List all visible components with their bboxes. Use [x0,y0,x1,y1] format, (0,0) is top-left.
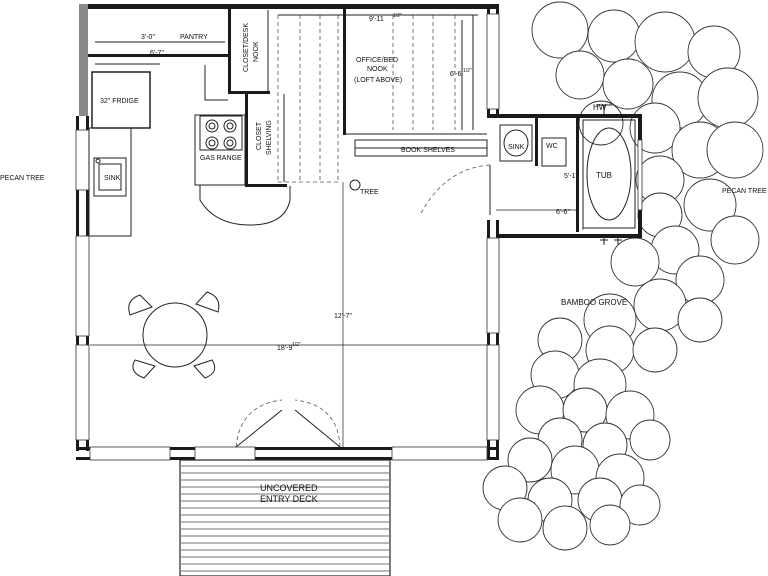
interior-tree-marker [349,179,361,191]
tree-canopy-circle [677,297,723,343]
tree-canopy-circle [497,497,543,543]
label-tub: TUB [596,171,612,180]
label-office-2: NOOK [367,66,388,73]
tree-canopy-group [482,1,764,551]
entry-door-swing [235,399,341,448]
tree-canopy-circle [710,215,760,265]
label-bath-d: 5'-1" [564,173,578,180]
label-office-1: OFFICE/BED [356,57,398,64]
tree-canopy-circle [706,121,764,179]
tree-canopy-circle [610,237,660,287]
office-nook [277,9,488,183]
tree-canopy-circle [629,102,681,154]
label-pantry-w: 3'-0" [141,34,155,41]
dimension-lines [90,14,584,447]
label-office-3: (LOFT ABOVE) [354,77,402,84]
bathroom-fixtures [499,104,636,245]
label-office-w: 9'-11 [369,16,384,23]
label-room-w: 18'-9 [277,345,292,352]
closet-desk-nook [228,9,287,187]
tree-canopy-circle [632,327,678,373]
tree-canopy-circle [542,505,588,551]
tree-canopy-circle [697,67,759,129]
bath-door-swing [419,164,491,216]
windows [75,13,643,461]
label-gas-range: GAS RANGE [200,155,242,162]
label-book-shelves: BOOK SHELVES [401,147,455,154]
tree-canopy-circle [589,504,631,546]
label-closet-shelving-1: CLOSET [256,121,263,150]
label-room-d: 12'-7" [334,313,352,320]
label-fridge: 32" FRDIGE [100,98,139,105]
label-bamboo-grove: BAMBOO GROVE [561,298,627,307]
dining-table [128,291,220,379]
label-office-d-frac: 1/2" [463,68,472,74]
label-office-d: 6'-6 [450,71,462,78]
label-tree-inside: TREE [360,189,379,196]
label-pecan-right: PECAN TREE [722,188,767,195]
label-deck-1: UNCOVERED [260,483,318,493]
label-closet-shelving-2: SHELVING [266,120,273,155]
tree-canopy-circle [587,9,641,63]
tree-canopy-circle [634,11,696,73]
tree-canopy-circle [602,58,654,110]
label-kitchen-sink: SINK [104,175,121,182]
label-pantry: PANTRY [180,34,208,41]
kitchen-counter [88,127,132,237]
tree-canopy-circle [629,419,671,461]
range-counter [194,65,291,226]
tree-canopy-circle [531,1,589,59]
label-hw: HW [593,103,607,112]
label-room-w-frac: 1/2" [292,342,301,348]
label-pantry-d: 6'-7" [150,50,164,57]
tree-canopy-circle [555,50,605,100]
tree-canopy-circle [619,484,661,526]
entry-deck [179,459,391,576]
label-office-w-frac: 1/2" [393,13,402,19]
label-closet-desk-2: NOOK [253,41,260,62]
label-pecan-left: PECAN TREE [0,175,45,182]
label-deck-2: ENTRY DECK [260,494,318,504]
label-wc: WC [546,143,558,150]
label-bath-w: 6'-6" [556,209,570,216]
tree-canopy-circle [683,178,737,232]
label-closet-desk-1: CLOSET/DESK [243,23,250,72]
label-bath-sink: SINK [508,144,525,151]
